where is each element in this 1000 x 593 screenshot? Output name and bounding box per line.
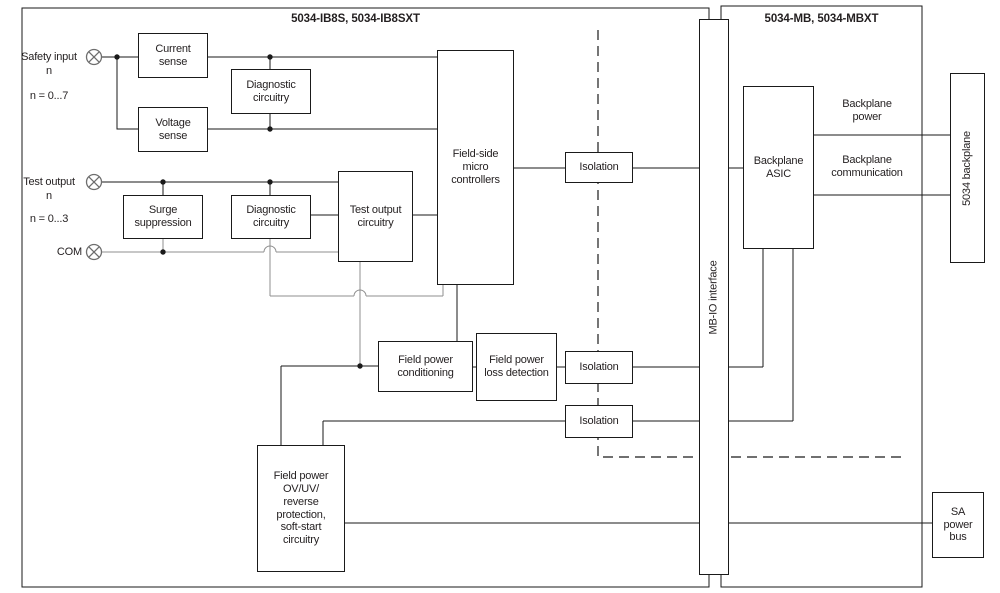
backplane-communication-wire-label: Backplane communication bbox=[831, 154, 903, 179]
signal-wires bbox=[102, 56, 950, 524]
block-label: Diagnostic circuitry bbox=[246, 204, 296, 229]
block-field-power-conditioning: Field power conditioning bbox=[378, 341, 473, 392]
block-label: Isolation bbox=[579, 161, 619, 174]
wire-jump-arcs bbox=[263, 245, 367, 297]
block-diagnostic-circuitry-top: Diagnostic circuitry bbox=[231, 69, 311, 114]
block-label: Field power loss detection bbox=[484, 354, 549, 379]
block-isolation-3: Isolation bbox=[565, 405, 633, 438]
left-module-title: 5034-IB8S, 5034-IB8SXT bbox=[291, 13, 420, 25]
block-field-side-micro-controllers: Field-side micro controllers bbox=[437, 50, 514, 285]
block-sa-power-bus: SA power bus bbox=[932, 492, 984, 558]
block-label: Isolation bbox=[579, 415, 619, 428]
isolation-boundary-dashed-line bbox=[597, 30, 905, 458]
block-test-output-circuitry: Test output circuitry bbox=[338, 171, 413, 262]
backplane-power-wire-label: Backplane power bbox=[842, 98, 892, 123]
gray-wires bbox=[102, 239, 444, 366]
junction-dots bbox=[114, 54, 363, 369]
block-voltage-sense: Voltage sense bbox=[138, 107, 208, 152]
block-label: SA power bus bbox=[943, 505, 973, 544]
safety-input-label: Safety input bbox=[21, 51, 77, 63]
block-label: Field power OV/UV/ reverse protection, s… bbox=[273, 469, 329, 547]
block-field-power-loss-detection: Field power loss detection bbox=[476, 333, 557, 401]
safety-input-terminal-screw-icon bbox=[85, 48, 103, 66]
block-label: Backplane ASIC bbox=[753, 154, 804, 180]
test-output-terminal-screw-icon bbox=[85, 173, 103, 191]
block-label: Field-side micro controllers bbox=[451, 148, 500, 186]
com-terminal-screw-icon bbox=[85, 243, 103, 261]
block-5034-backplane: 5034 backplane bbox=[950, 73, 985, 263]
block-label: Surge suppression bbox=[134, 204, 192, 229]
block-isolation-1: Isolation bbox=[565, 152, 633, 183]
block-backplane-asic: Backplane ASIC bbox=[743, 86, 814, 249]
left-module-frame bbox=[21, 7, 710, 588]
block-label: Field power conditioning bbox=[397, 353, 454, 379]
block-diagnostic-circuitry-bottom: Diagnostic circuitry bbox=[231, 195, 311, 239]
test-output-range-label: n = 0...3 bbox=[29, 213, 69, 225]
block-label: Test output circuitry bbox=[349, 203, 402, 229]
block-label: Voltage sense bbox=[155, 116, 191, 142]
block-label: 5034 backplane bbox=[961, 130, 974, 206]
test-output-n-label: n bbox=[46, 190, 52, 202]
terminal-screw-icons bbox=[85, 48, 103, 261]
right-module-title: 5034-MB, 5034-MBXT bbox=[764, 13, 879, 25]
test-output-label: Test output bbox=[23, 176, 75, 188]
block-isolation-2: Isolation bbox=[565, 351, 633, 384]
block-label: Current sense bbox=[155, 42, 191, 68]
block-mb-io-interface: MB-IO interface bbox=[699, 19, 729, 575]
block-label: MB-IO interface bbox=[707, 259, 720, 335]
block-label: Diagnostic circuitry bbox=[246, 78, 296, 104]
com-label: COM bbox=[56, 246, 82, 258]
block-surge-suppression: Surge suppression bbox=[123, 195, 203, 239]
safety-input-n-label: n bbox=[46, 65, 52, 77]
safety-input-range-label: n = 0...7 bbox=[29, 90, 69, 102]
block-current-sense: Current sense bbox=[138, 33, 208, 78]
block-label: Isolation bbox=[579, 361, 619, 374]
block-field-power-protection: Field power OV/UV/ reverse protection, s… bbox=[257, 445, 345, 572]
